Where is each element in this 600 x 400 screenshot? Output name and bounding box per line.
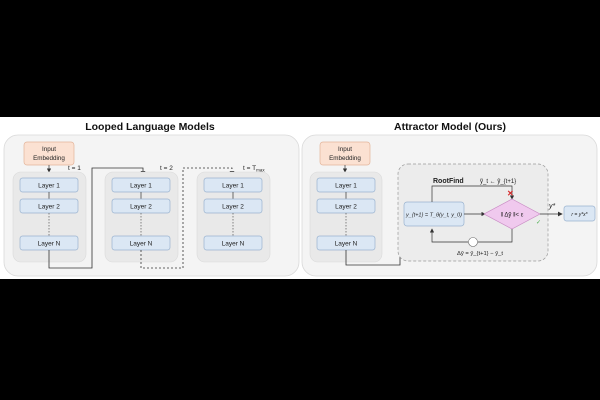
left-panel-title: Looped Language Models — [85, 121, 215, 133]
left-label-t2: t = 2 — [160, 165, 173, 172]
left-g1-layer-1-label: Layer 1 — [38, 183, 60, 190]
right-layer-n-label: Layer N — [335, 241, 358, 248]
condition-text: ‖ Δỹ ‖< ε — [501, 213, 524, 219]
output-box-text: r = y*x* — [571, 212, 588, 218]
right-layer-2-label: Layer 2 — [335, 204, 357, 211]
left-label-t1: t = 1 — [68, 165, 81, 172]
rootfind-region — [397, 163, 549, 262]
left-g3-layer-1-label: Layer 1 — [222, 183, 244, 190]
left-input-embedding-line2: Embedding — [33, 155, 65, 162]
accept-icon: ✓ — [536, 220, 541, 226]
left-g3-layer-2-label: Layer 2 — [222, 204, 244, 211]
left-g3-layer-n — [203, 235, 263, 251]
left-g2-layer-n-label: Layer N — [130, 241, 153, 248]
rootfind-label: RootFind — [433, 178, 464, 185]
right-input-embedding-line2: Embedding — [329, 155, 361, 162]
delta-text: Δỹ = ỹ_{t+1} − ỹ_t — [457, 251, 503, 257]
output-box — [563, 205, 596, 222]
left-g1-layer-2-label: Layer 2 — [38, 204, 60, 211]
left-g3-layer-n-label: Layer N — [222, 241, 245, 248]
delta-node — [468, 237, 478, 247]
right-input-embedding-line1: Input — [338, 146, 352, 153]
left-g1-layer-n-label: Layer N — [38, 241, 61, 248]
right-layer-1-label: Layer 1 — [335, 183, 357, 190]
left-input-embedding-line1: Input — [42, 146, 56, 153]
equation-text: y_{t+1} = T_θ(y_t, y_0) — [405, 213, 462, 219]
reject-icon: ✕ — [507, 189, 514, 198]
output-label: y* — [548, 203, 556, 210]
left-g2-layer-2-label: Layer 2 — [130, 204, 152, 211]
update-label: ỹ_t ← ỹ_{t+1} — [480, 179, 516, 185]
right-panel-title: Attractor Model (Ours) — [393, 121, 506, 133]
left-label-tmax: t = Tmax — [243, 165, 265, 173]
left-g2-layer-1-label: Layer 1 — [130, 183, 152, 190]
